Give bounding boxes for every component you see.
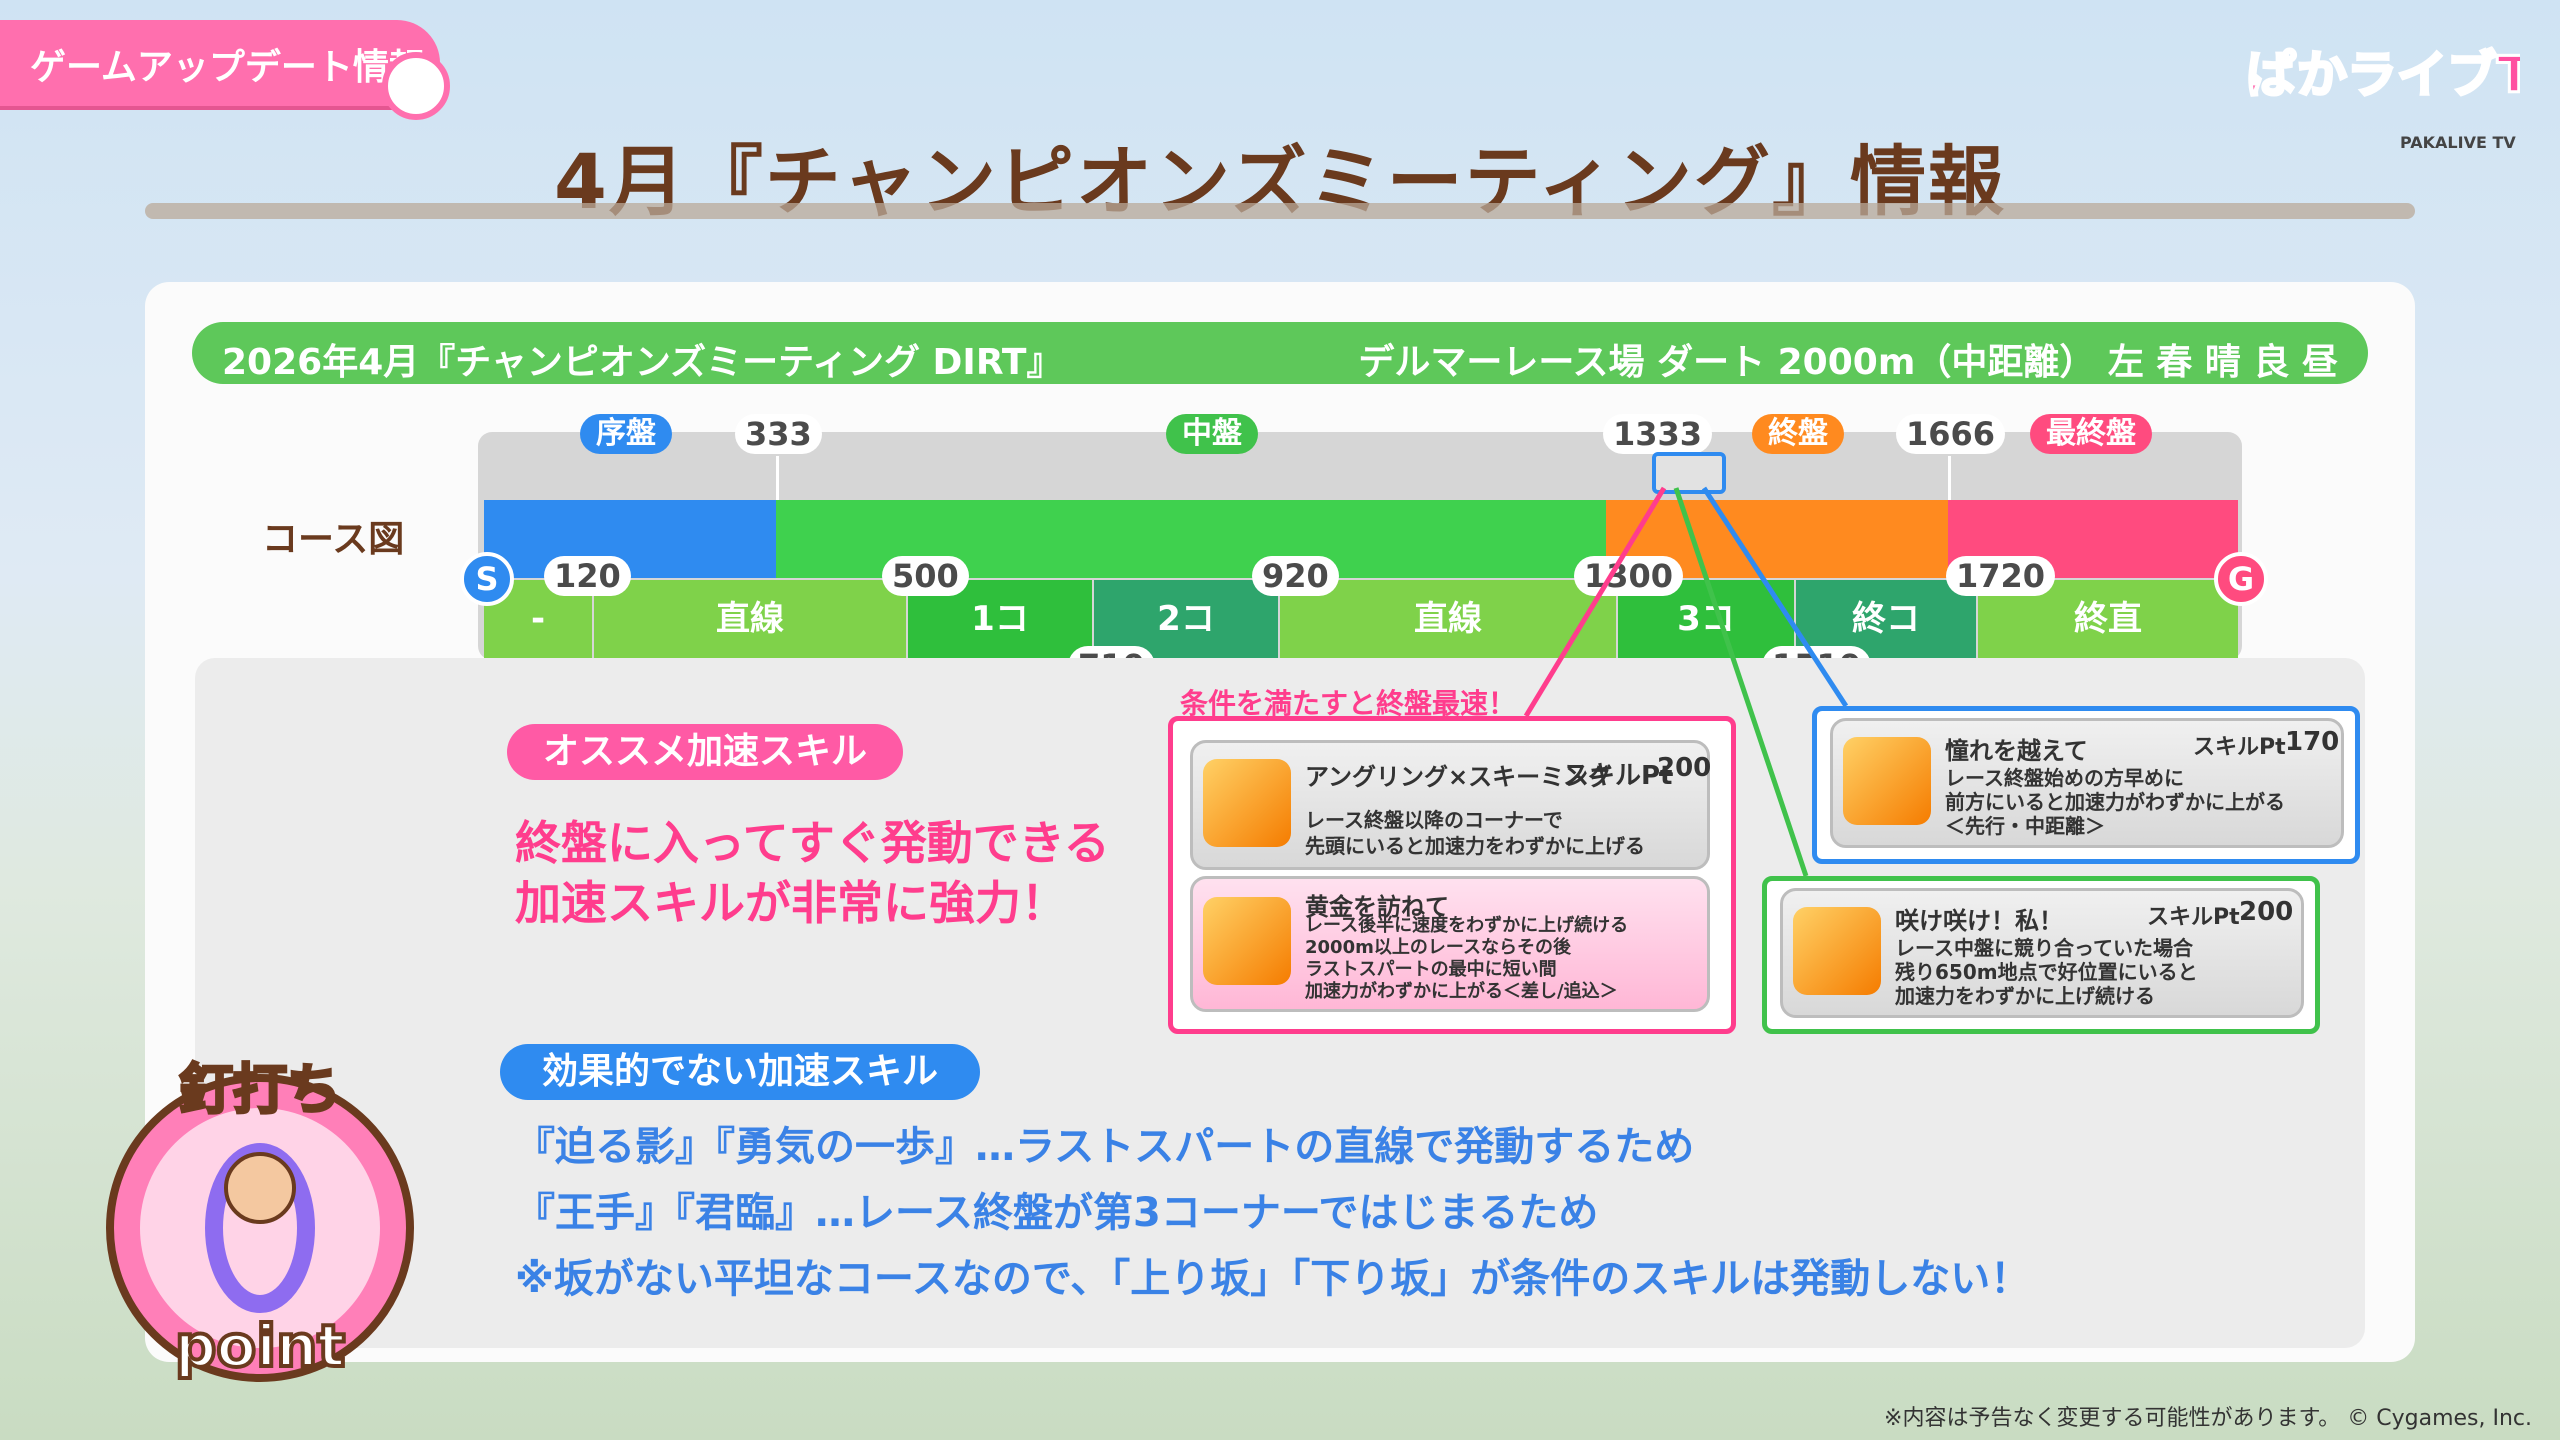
phase-block-early: [484, 500, 776, 578]
skill-desc: 先頭にいると加速力をわずかに上げる: [1305, 834, 1645, 858]
skill-desc: 前方にいると加速力がわずかに上がる: [1945, 790, 2285, 814]
phase-mark: 333: [735, 414, 822, 454]
segment-mark: 920: [1252, 556, 1339, 596]
skill-desc: レース終盤以降のコーナーで: [1305, 808, 1563, 832]
recommend-pill: オススメ加速スキル: [507, 724, 903, 780]
skill-trigger-marker: [1652, 452, 1726, 494]
segment-mark: 1720: [1946, 556, 2056, 596]
skill-pt-value: 200: [1657, 753, 1712, 783]
skill-card: アングリング×スキーミング スキルPt 200 レース終盤以降のコーナーで 先頭…: [1190, 740, 1712, 870]
not-effective-line-1: 『迫る影』『勇気の一歩』…ラストスパートの直線で発動するため: [515, 1124, 1695, 1170]
skill-desc: ラストスパートの最中に短い間: [1305, 959, 1557, 980]
skill-pt-label: スキルPt: [2147, 905, 2240, 930]
start-marker: S: [460, 552, 514, 606]
segment-cell: 2コ: [1094, 580, 1278, 658]
race-name: 2026年4月『チャンピオンズミーティング DIRT』: [222, 342, 1063, 383]
phase-mark: 1333: [1603, 414, 1713, 454]
mascot-bottom-text: point: [175, 1312, 345, 1380]
skill-desc: レース終盤始めの方早めに: [1945, 766, 2184, 790]
segment-mark: 500: [882, 556, 969, 596]
skill-runner-icon: [1843, 737, 1931, 825]
donut-icon: [382, 52, 450, 120]
race-conditions: デルマーレース場 ダート 2000m（中距離） 左 春 晴 良 昼: [1358, 342, 2338, 383]
pakalive-logo: ぱかライブTV PAKALIVE TV DASH: [2245, 45, 2521, 153]
race-info-bar: 2026年4月『チャンピオンズミーティング DIRT』 デルマーレース場 ダート…: [192, 322, 2368, 384]
not-effective-pill: 効果的でない加速スキル: [500, 1044, 980, 1100]
skill-desc: 加速力をわずかに上げ続ける: [1895, 984, 2155, 1008]
phase-mark: 1666: [1896, 414, 2006, 454]
recommend-line-2: 加速スキルが非常に強力！: [515, 876, 1067, 930]
skill-desc: 加速力がわずかに上がる＜差し/追込＞: [1305, 981, 1618, 1002]
phase-label-late: 終盤: [1752, 414, 1844, 454]
phase-label-middle: 中盤: [1166, 414, 1258, 454]
skill-pt-label: スキルPt: [2193, 735, 2286, 760]
skill-name: 咲け咲け！私！: [1895, 907, 2063, 935]
skill-pt-value: 200: [2239, 897, 2294, 927]
phase-label-final: 最終盤: [2030, 414, 2152, 454]
phase-divider: [776, 456, 779, 500]
goal-marker: G: [2214, 552, 2268, 606]
skill-pt-label: スキルPt: [1563, 761, 1673, 791]
recommend-line-1: 終盤に入ってすぐ発動できる: [515, 816, 1110, 870]
section-tag: [0, 20, 440, 106]
skill-runner-icon: [1203, 759, 1291, 847]
phase-divider: [1948, 456, 1951, 500]
skill-desc: ＜先行・中距離＞: [1945, 814, 2105, 838]
footer-copyright: ※内容は予告なく変更する可能性があります。 © Cygames, Inc.: [1884, 1406, 2532, 1431]
skill-name: アングリング×スキーミング: [1305, 763, 1613, 791]
skill-desc: レース後半に速度をわずかに上げ続ける: [1305, 915, 1629, 936]
segment-cell: 直線: [594, 580, 906, 658]
skill-name: 黄金を訪ねて: [1305, 893, 1449, 921]
title-underline: [145, 203, 2415, 219]
skill-desc: レース中盤に競り合っていた場合: [1895, 936, 2193, 960]
skill-card: 咲け咲け！私！ スキルPt 200 レース中盤に競り合っていた場合 残り650m…: [1780, 888, 2304, 1018]
logo-sub-text: PAKALIVE TV DASH: [2400, 133, 2520, 152]
course-label: コース図: [262, 519, 405, 560]
not-effective-line-3: ※坂がない平坦なコースなので、「上り坂」「下り坂」が条件のスキルは発動しない！: [515, 1256, 2031, 1302]
skill-desc: 2000m以上のレースならその後: [1305, 937, 1571, 958]
mascot-point-badge: 釘打ち point: [106, 1057, 414, 1382]
mascot-top-text: 釘打ち: [179, 1058, 341, 1121]
skill-card: 憧れを越えて スキルPt 170 レース終盤始めの方早めに 前方にいると加速力が…: [1830, 718, 2344, 848]
condition-label: 条件を満たすと終盤最速！: [1180, 687, 1517, 720]
segment-mark: 1300: [1574, 556, 1684, 596]
phase-label-early: 序盤: [580, 414, 672, 454]
skill-card: 黄金を訪ねて レース後半に速度をわずかに上げ続ける 2000m以上のレースならそ…: [1190, 876, 1710, 1012]
not-effective-line-2: 『王手』『君臨』…レース終盤が第3コーナーではじまるため: [515, 1190, 1599, 1236]
skill-runner-icon: [1203, 897, 1291, 985]
segment-mark: 120: [544, 556, 631, 596]
skill-desc: 残り650m地点で好位置にいると: [1895, 960, 2198, 984]
skill-name: 憧れを越えて: [1945, 737, 2088, 765]
skill-pt-value: 170: [2285, 727, 2340, 757]
logo-main-text: ぱかライブTV: [2246, 46, 2520, 104]
skill-runner-icon: [1793, 907, 1881, 995]
section-tag-label: ゲームアップデート情報: [30, 47, 425, 88]
